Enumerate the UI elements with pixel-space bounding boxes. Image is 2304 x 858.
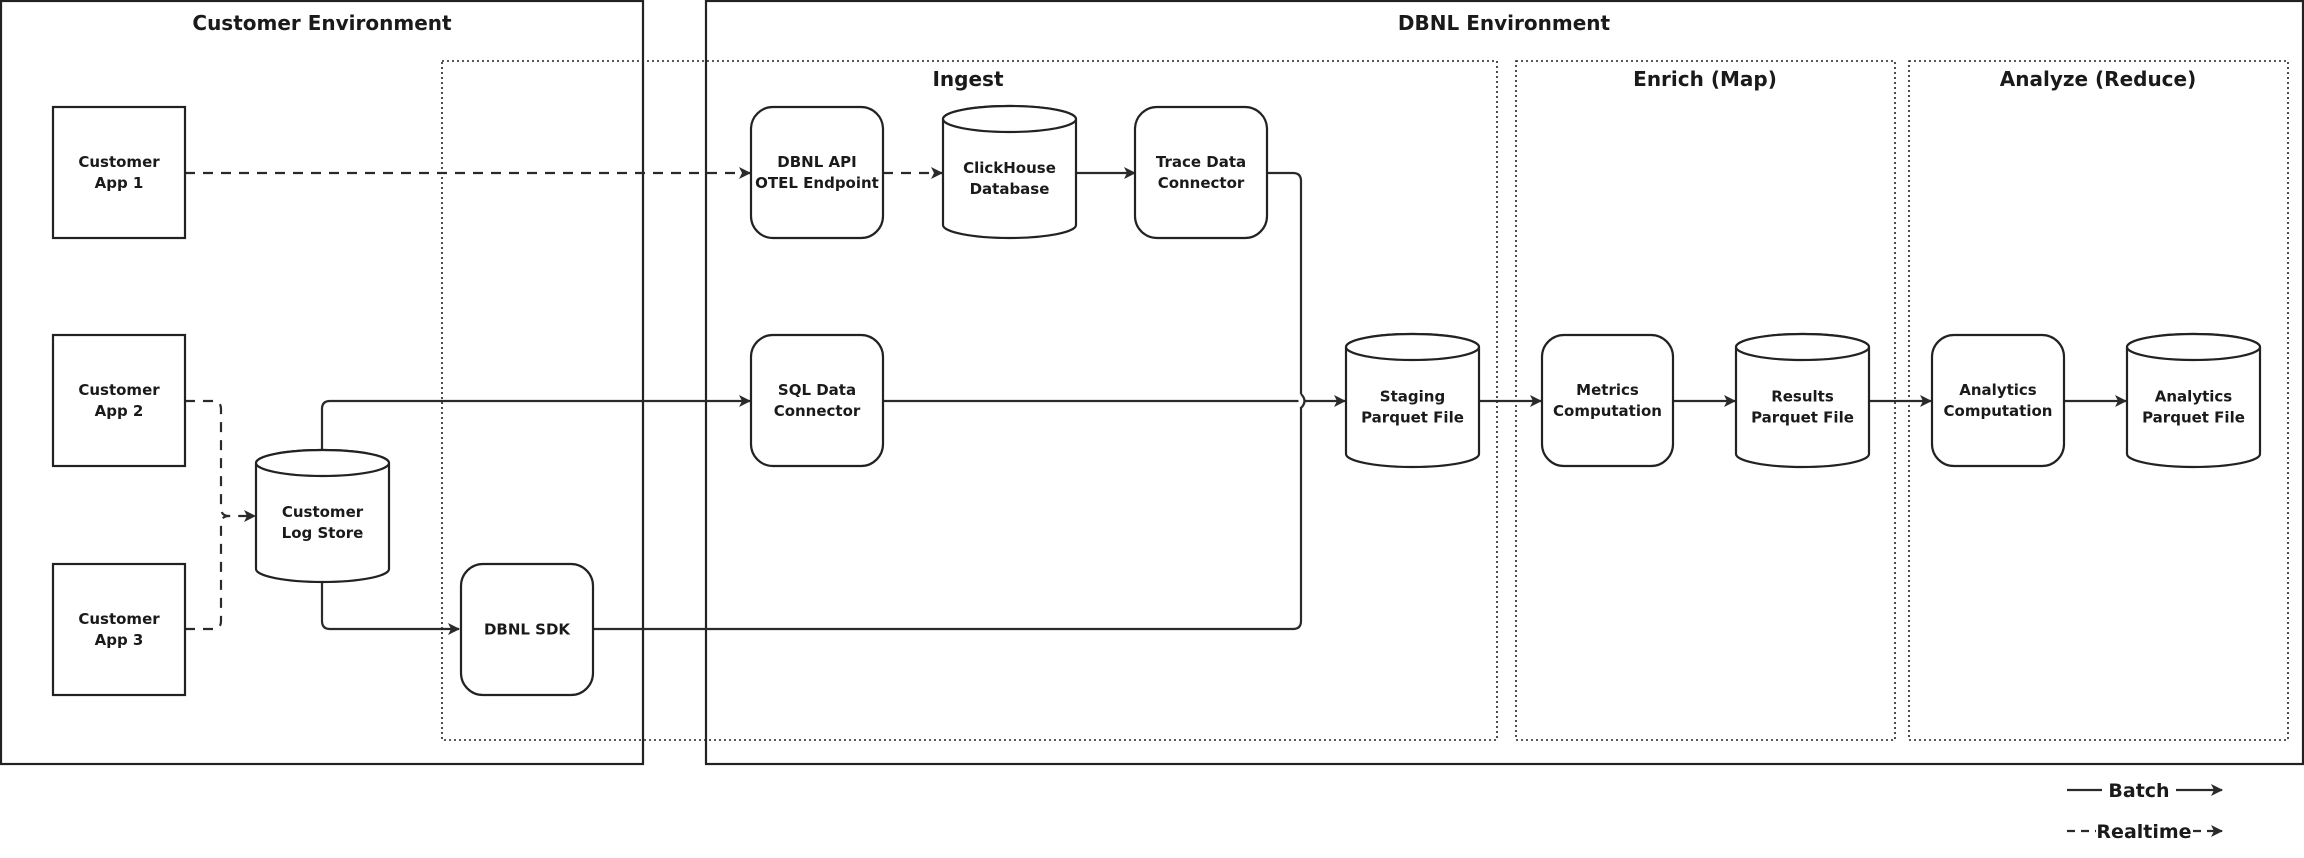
cylinder-top	[941, 104, 1078, 134]
rounded-box	[459, 562, 595, 697]
node-label: Log Store	[282, 524, 364, 542]
rounded-box	[1930, 333, 2066, 468]
node-label: Trace Data	[1156, 153, 1246, 171]
cylinder-top	[1734, 332, 1871, 362]
node-label: Customer	[282, 503, 364, 521]
node-label: Parquet File	[1751, 409, 1854, 427]
node-label: Connector	[1158, 174, 1245, 192]
edge-logstore-to-sql	[320, 395, 751, 450]
node-label: App 2	[95, 402, 144, 420]
node-label: Analytics	[1959, 381, 2037, 399]
customer-environment-title: Customer Environment	[192, 11, 452, 35]
analyze-title: Analyze (Reduce)	[2000, 67, 2197, 91]
node-label: Analytics	[2155, 388, 2233, 406]
node-label: Computation	[1553, 402, 1662, 420]
edge-trace-to-staging	[1267, 171, 1303, 395]
node-label: SQL Data	[778, 381, 856, 399]
rounded-box	[749, 333, 885, 468]
ingest-title: Ingest	[932, 67, 1003, 91]
node-label: Customer	[78, 610, 160, 628]
legend: Batch Realtime	[2067, 780, 2223, 843]
box	[51, 333, 187, 468]
edge-logstore-to-sdk	[320, 582, 460, 635]
node-label: DBNL API	[777, 153, 856, 171]
dbnl-environment-title: DBNL Environment	[1398, 11, 1611, 35]
legend-realtime-label: Realtime	[2096, 821, 2191, 843]
node-label: Computation	[1944, 402, 2053, 420]
edge-app3-to-logstore	[185, 514, 230, 631]
node-label: App 3	[95, 631, 144, 649]
node-label: ClickHouse	[963, 159, 1056, 177]
box	[51, 562, 187, 697]
rounded-box	[1540, 333, 1675, 468]
cylinder-top	[1344, 332, 1481, 362]
node-label: Database	[970, 180, 1050, 198]
cylinder-top	[254, 448, 391, 478]
legend-batch-label: Batch	[2108, 780, 2169, 802]
node-label: Parquet File	[1361, 409, 1464, 427]
node-label: DBNL SDK	[484, 621, 571, 639]
node-label: Customer	[78, 381, 160, 399]
rounded-box	[749, 105, 885, 240]
edge-app2-to-logstore	[185, 399, 256, 522]
node-api: DBNL API OTEL Endpoint	[749, 105, 885, 240]
rounded-box	[1133, 105, 1269, 240]
node-label: OTEL Endpoint	[755, 174, 879, 192]
node-label: App 1	[95, 174, 144, 192]
node-label: Metrics	[1576, 381, 1639, 399]
cylinder-top	[2125, 332, 2262, 362]
node-label: Connector	[774, 402, 861, 420]
customer-environment-frame	[0, 0, 645, 766]
edges	[185, 167, 2127, 635]
edge-sdk-to-staging	[593, 407, 1303, 631]
ingest-region	[441, 60, 1498, 741]
node-label: Customer	[78, 153, 160, 171]
node-sdk: DBNL SDK	[459, 562, 595, 697]
node-label: Results	[1771, 388, 1834, 406]
node-label: Staging	[1380, 388, 1445, 406]
dbnl-environment-frame	[704, 0, 2304, 766]
box	[51, 105, 187, 240]
node-label: Parquet File	[2142, 409, 2245, 427]
enrich-title: Enrich (Map)	[1633, 67, 1777, 91]
